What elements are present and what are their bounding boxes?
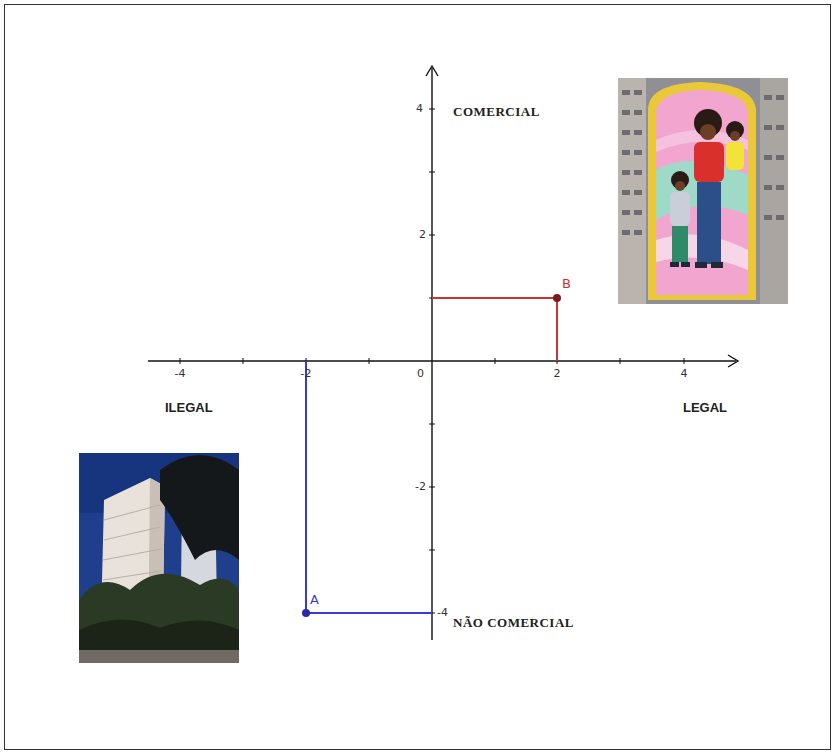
axis-quadrant-label: COMERCIAL [453,105,540,119]
point-a [302,609,310,617]
axis-quadrant-label: NÃO COMERCIAL [453,616,574,630]
x-tick-label: 2 [554,368,561,380]
y-tick-label: -4 [437,607,448,619]
building-photo [79,453,239,663]
point-label: B [562,277,571,291]
y-tick-label: 4 [416,103,423,115]
point-a-guides [306,361,432,613]
origin-label: 0 [417,368,424,380]
x-tick-label: -4 [175,368,186,380]
x-tick-label: -2 [301,368,312,380]
x-tick-label: 4 [681,368,688,380]
y-tick-label: 2 [419,229,426,241]
y-tick-label: -2 [415,481,426,493]
axis-ticks [180,109,684,613]
point-label: A [310,593,319,607]
mural-photo [618,78,788,304]
point-b [553,294,561,302]
point-b-guides [432,298,557,361]
axis-quadrant-label: ILEGAL [165,401,213,415]
axis-quadrant-label: LEGAL [683,401,727,415]
